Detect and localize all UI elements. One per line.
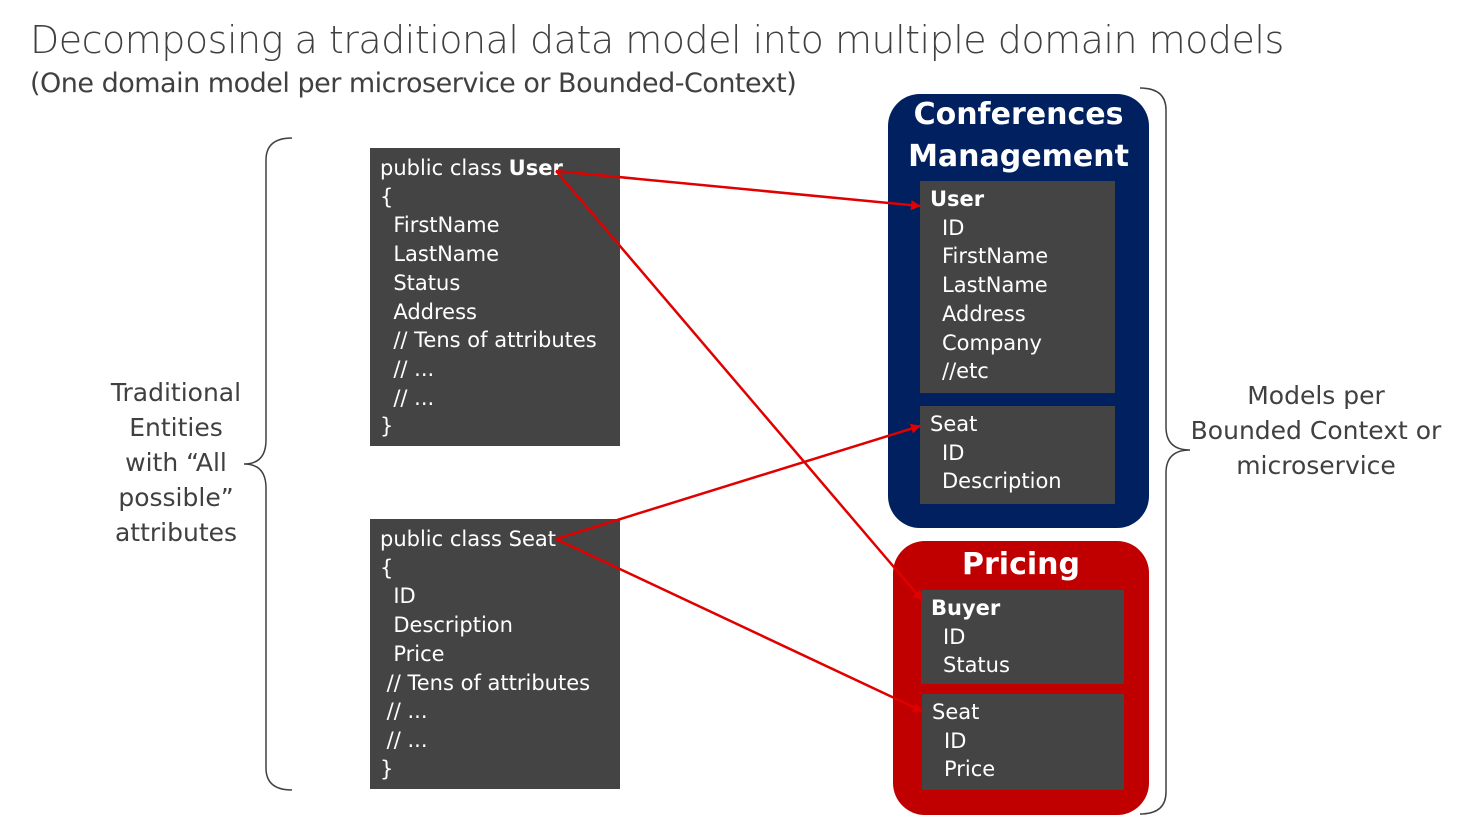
left-label-line: attributes bbox=[114, 518, 238, 547]
entity-name: Seat bbox=[932, 700, 980, 724]
entity-attribute: FirstName bbox=[942, 244, 1049, 269]
pricing-buyer-entity: Buyer ID Status bbox=[921, 590, 1124, 684]
class-declaration: public class Seat bbox=[380, 525, 620, 554]
left-label-line: Entities bbox=[129, 413, 223, 442]
entity-name: User bbox=[930, 187, 985, 211]
conf-user-entity: User ID FirstName LastName Address Compa… bbox=[920, 181, 1115, 393]
code-line: Status bbox=[380, 270, 461, 295]
context-title-line: Conferences bbox=[913, 97, 1124, 132]
entity-name: Buyer bbox=[931, 596, 1001, 620]
entity-attribute: Description bbox=[942, 469, 1062, 494]
entity-attribute: //etc bbox=[942, 359, 989, 384]
conf-seat-entity: Seat ID Description bbox=[920, 406, 1115, 504]
entity-attribute: Price bbox=[944, 757, 996, 782]
context-title-line: Management bbox=[908, 139, 1129, 174]
left-label-line: Traditional bbox=[110, 378, 242, 407]
code-line: FirstName bbox=[380, 213, 500, 238]
context-title: Pricing bbox=[962, 547, 1080, 582]
context-title: Conferences Management bbox=[888, 94, 1149, 178]
code-line: // Tens of attributes bbox=[380, 328, 597, 353]
entity-name: Seat bbox=[930, 412, 978, 436]
class-name: Seat bbox=[508, 527, 557, 551]
entity-attribute: ID bbox=[942, 215, 965, 240]
code-line: LastName bbox=[380, 242, 500, 267]
code-line: // ... bbox=[380, 699, 428, 724]
code-line: // ... bbox=[380, 356, 435, 381]
pricing-seat-entity: Seat ID Price bbox=[922, 694, 1124, 790]
traditional-seat-class: public class Seat { ID Description Price… bbox=[370, 519, 620, 789]
traditional-entities-label: Traditional Entities with “All possible”… bbox=[96, 375, 256, 550]
class-keyword: public class bbox=[380, 156, 509, 180]
entity-attribute: ID bbox=[943, 624, 966, 649]
page-subtitle: (One domain model per microservice or Bo… bbox=[30, 68, 797, 99]
entity-attribute: Status bbox=[943, 653, 1010, 678]
code-line: // ... bbox=[380, 385, 435, 410]
code-line: // Tens of attributes bbox=[380, 670, 591, 695]
entity-attribute: ID bbox=[944, 728, 967, 753]
class-name: User bbox=[508, 156, 563, 180]
code-line: Price bbox=[380, 641, 445, 666]
code-line: // ... bbox=[380, 727, 428, 752]
code-line: Address bbox=[380, 299, 477, 324]
entity-attribute: Company bbox=[942, 330, 1042, 355]
left-label-line: possible” bbox=[118, 483, 234, 512]
traditional-user-class: public class User { FirstName LastName S… bbox=[370, 148, 620, 446]
class-declaration: public class User bbox=[380, 154, 620, 183]
code-line: { bbox=[380, 555, 394, 580]
right-label-line: Models per bbox=[1247, 381, 1385, 410]
left-label-line: with “All bbox=[125, 448, 227, 477]
code-line: Description bbox=[380, 613, 513, 638]
code-line: } bbox=[380, 756, 394, 781]
right-label-line: microservice bbox=[1236, 451, 1396, 480]
code-line: ID bbox=[380, 584, 416, 609]
right-label-line: Bounded Context or bbox=[1190, 416, 1442, 445]
page-title: Decomposing a traditional data model int… bbox=[30, 18, 1284, 62]
class-keyword: public class bbox=[380, 527, 509, 551]
entity-attribute: LastName bbox=[942, 273, 1048, 298]
bounded-context-label: Models per Bounded Context or microservi… bbox=[1185, 378, 1447, 483]
code-line: { bbox=[380, 184, 394, 209]
code-line: } bbox=[380, 414, 394, 439]
entity-attribute: ID bbox=[942, 440, 965, 465]
entity-attribute: Address bbox=[942, 301, 1026, 326]
